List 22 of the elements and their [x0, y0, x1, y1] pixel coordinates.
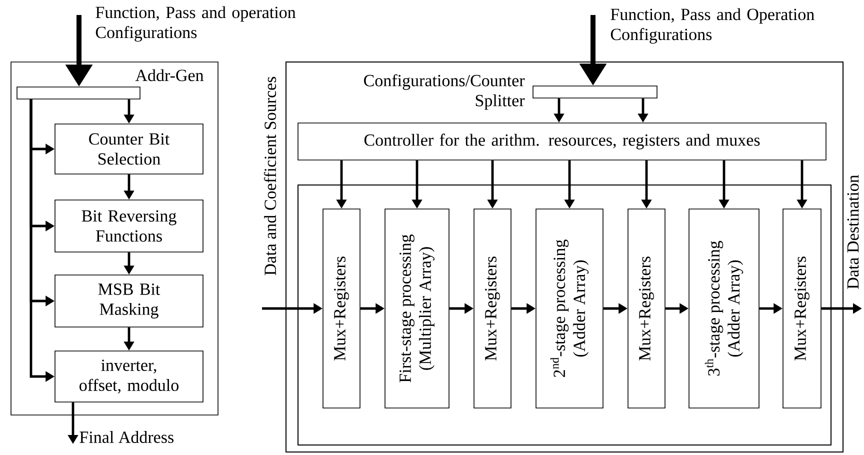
process-box: Mux+Registers — [322, 208, 360, 408]
process-box: Controller for the arithm. resources, registers and muxes — [298, 122, 826, 160]
process-box: 3$^{th}$-stage processing (Adder Array) — [688, 208, 760, 408]
splitter-bar: Configurations/Counter Splitter — [364, 74, 658, 110]
process-box: 2$^{nd}$-stage processing (Adder Array) — [536, 208, 604, 408]
process-box: Mux+Registers — [474, 208, 512, 408]
process-box: Bit Reversing Functions — [54, 200, 204, 252]
process-box: inverter, offset, modulo — [54, 350, 204, 402]
splitter-bar — [16, 86, 140, 100]
block-frame — [286, 62, 844, 452]
process-box: First-stage processing (Multiplier Array) — [384, 208, 450, 408]
annotation-text: Function, Pass and operation Configurations — [96, 6, 296, 42]
annotation-text: Function, Pass and Operation Configurations — [610, 8, 814, 44]
annotation-text: Data Destination — [847, 174, 859, 289]
process-box: MSB Bit Masking — [54, 274, 204, 328]
process-box: Mux+Registers — [628, 208, 666, 408]
annotation-text: Data and Coefficient Sources — [264, 76, 276, 276]
process-box: Mux+Registers — [782, 208, 822, 408]
node-label: Configurations/Counter Splitter — [364, 74, 525, 110]
output-label: Final Address — [80, 431, 174, 443]
block-frame — [298, 184, 832, 446]
process-box: Counter Bit Selection — [54, 124, 204, 174]
